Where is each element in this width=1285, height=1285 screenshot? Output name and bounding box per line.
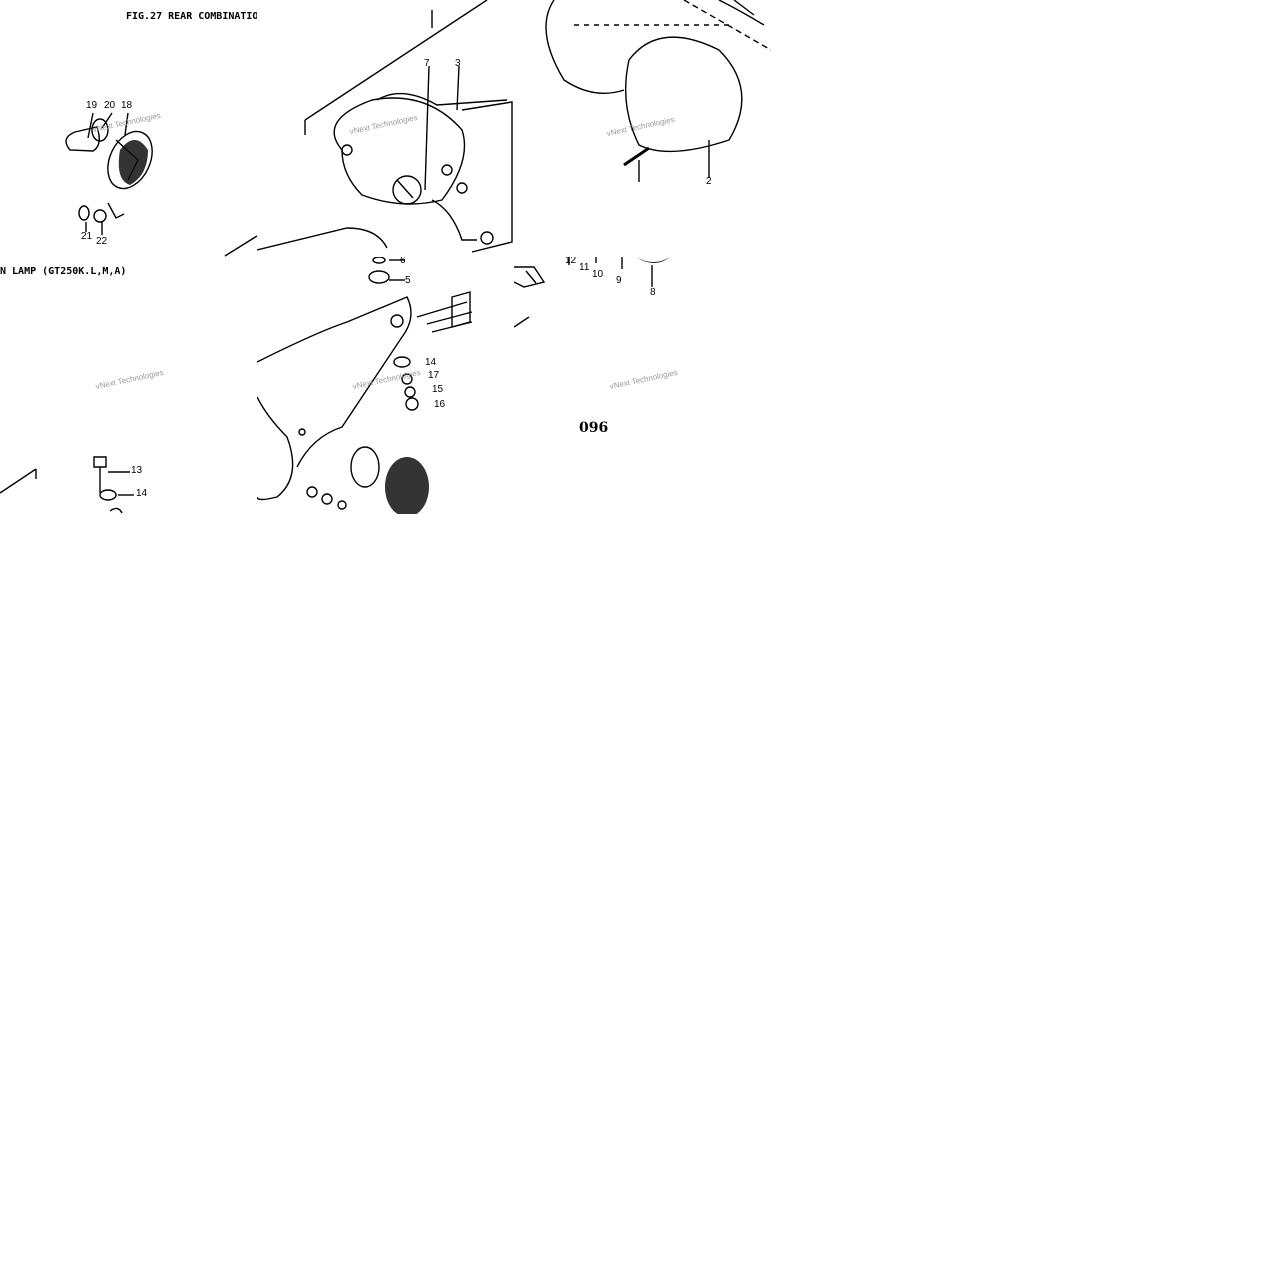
lamp-housing-drawing: [257, 0, 513, 253]
callout-label: 8: [650, 287, 656, 298]
bracket-drawing: [257, 257, 473, 514]
callout-label: 12: [565, 257, 577, 266]
callout-label: 22: [96, 236, 108, 247]
callout-label: 11: [579, 262, 590, 273]
lens-drawing: [545, 0, 771, 182]
callout-label: 5: [405, 275, 411, 286]
callout-label: 17: [428, 370, 440, 381]
diagram-tile-fasteners: 12 11 10 9 8 096 vNext Technologies: [514, 257, 771, 514]
callout-label: 9: [616, 275, 622, 286]
figure-subtitle: N LAMP (GT250K.L,M,A): [0, 266, 127, 277]
figure-title: FIG.27 REAR COMBINATIO: [126, 11, 257, 22]
reflector-drawing: [65, 112, 257, 257]
callout-label: 10: [592, 269, 604, 280]
callout-label: 16: [434, 399, 446, 410]
diagram-tile-lamp-housing: 7 3 vNext Technologies: [257, 0, 514, 257]
callout-label: 3: [455, 58, 461, 69]
callout-label: 19: [86, 100, 98, 111]
callout-label: 15: [432, 384, 444, 395]
fasteners-drawing: [514, 257, 670, 328]
callout-label: 21: [81, 231, 93, 242]
page-number: 096: [579, 420, 609, 436]
bolt-drawing: [0, 456, 134, 514]
callout-label: 2: [706, 176, 712, 187]
callout-label: 6: [400, 257, 406, 266]
diagram-tile-bracket: 6 5 14 17 15 16 vNext Technologies: [257, 257, 514, 514]
callout-label: 7: [424, 58, 430, 69]
diagram-tile-reflector: FIG.27 REAR COMBINATIO 19 20 18 21 22 vN…: [0, 0, 257, 257]
callout-label: 14: [136, 488, 148, 499]
callout-label: 20: [104, 100, 116, 111]
diagram-tile-bolt: N LAMP (GT250K.L,M,A) 13 14 vNext Techno…: [0, 257, 257, 514]
callout-label: 13: [131, 465, 143, 476]
callout-label: 14: [425, 357, 437, 368]
diagram-tile-lens: 2 vNext Technologies: [514, 0, 771, 257]
callout-label: 18: [121, 100, 133, 111]
